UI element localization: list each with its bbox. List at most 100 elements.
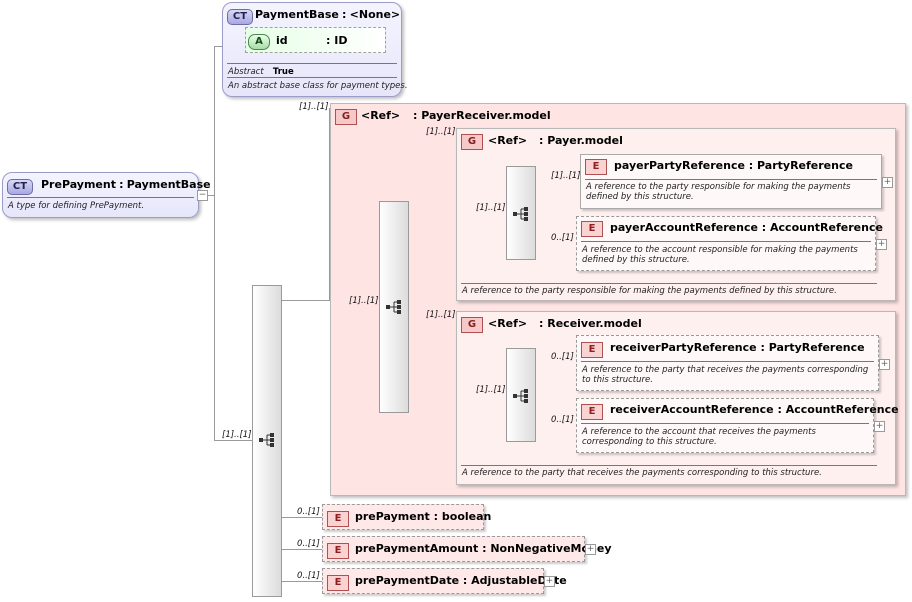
sequence-icon [513, 207, 528, 221]
collapse-icon[interactable]: − [197, 190, 208, 201]
connector-to-paymentbase [214, 46, 222, 47]
cardinality-label: 0..[1] [551, 415, 574, 425]
attribute-badge: A [248, 34, 270, 50]
choice-compositor[interactable] [379, 201, 409, 413]
group-name-value: PayerReceiver.model [421, 109, 551, 122]
separator [461, 283, 877, 284]
prepayment-type-node[interactable]: CT PrePayment : PaymentBase A type for d… [2, 172, 211, 218]
payer-doc: A reference to the party responsible for… [462, 286, 837, 296]
separator [581, 361, 874, 362]
connector-to-prepayment-el [281, 517, 322, 518]
element-doc: A reference to the party responsible for… [586, 182, 851, 202]
receiveraccountreference-element[interactable]: E receiverAccountReference : AccountRefe… [576, 398, 899, 453]
prepayment-title: PrePayment : PaymentBase [41, 178, 211, 191]
element-doc: A reference to the account responsible f… [582, 245, 858, 265]
type-separator: : [539, 134, 544, 147]
cardinality-label: 0..[1] [297, 539, 320, 549]
connector-to-prepaymentdate [281, 581, 322, 582]
element-type: boolean [441, 510, 492, 523]
prepayment-base-type: PaymentBase [126, 178, 211, 191]
expand-icon[interactable]: + [585, 544, 596, 555]
element-badge: E [327, 575, 349, 591]
element-name: prePaymentAmount [355, 542, 479, 555]
type-separator: : [119, 178, 124, 191]
element-name: payerAccountReference [610, 221, 758, 234]
element-title: prePaymentDate : AdjustableDate [355, 574, 567, 587]
type-separator: : [539, 317, 544, 330]
expand-icon[interactable]: + [876, 239, 887, 250]
type-separator: : [748, 159, 754, 172]
prepayment-doc: A type for defining PrePayment. [8, 201, 145, 211]
element-name: prePaymentDate [355, 574, 460, 587]
receiver-doc: A reference to the party that receives t… [462, 468, 822, 478]
cardinality-label: 0..[1] [551, 352, 574, 362]
connector-to-main-sequence [214, 440, 252, 441]
sequence-icon [513, 389, 528, 403]
sequence-icon [259, 433, 274, 447]
type-separator: : [413, 109, 418, 122]
element-badge: E [581, 342, 603, 358]
prepayment-element[interactable]: E prePayment : boolean [322, 504, 491, 530]
group-name: : Receiver.model [539, 317, 642, 330]
abstract-label: Abstract [228, 67, 264, 77]
group-badge: G [461, 317, 483, 333]
type-separator: : [482, 542, 487, 555]
cardinality-label: [1]..[1] [476, 385, 506, 395]
element-title: prePaymentAmount : NonNegativeMoney [355, 542, 612, 555]
separator [7, 197, 194, 198]
element-type: AccountReference [770, 221, 883, 234]
cardinality-label: [1]..[1] [551, 171, 581, 181]
element-title: payerPartyReference : PartyReference [614, 159, 853, 172]
element-name: receiverPartyReference [610, 341, 757, 354]
attribute-id[interactable]: A id : ID [245, 27, 386, 53]
payerpartyreference-element[interactable]: E payerPartyReference : PartyReference A… [580, 154, 882, 209]
group-ref-label: <Ref> [361, 109, 401, 122]
payeraccountreference-element[interactable]: E payerAccountReference : AccountReferen… [576, 216, 883, 271]
expand-icon[interactable]: + [544, 576, 555, 587]
group-name: : PayerReceiver.model [413, 109, 551, 122]
element-type: AccountReference [785, 403, 899, 416]
type-separator: : [761, 221, 767, 234]
element-type: NonNegativeMoney [490, 542, 612, 555]
prepayment-name: PrePayment [41, 178, 116, 191]
element-badge: E [581, 221, 603, 237]
element-name: prePayment [355, 510, 430, 523]
separator [585, 179, 877, 180]
expand-icon[interactable]: + [882, 177, 893, 188]
element-title: receiverAccountReference : AccountRefere… [610, 403, 899, 416]
cardinality-label: [1]..[1] [349, 296, 379, 306]
group-badge: G [461, 134, 483, 150]
element-badge: E [581, 404, 603, 420]
attribute-type: : ID [326, 34, 347, 47]
paymentbase-name: PaymentBase [255, 8, 339, 21]
payer-sequence-compositor[interactable] [506, 166, 536, 260]
abstract-row: Abstract True [228, 66, 294, 77]
type-separator: : [777, 403, 782, 416]
prepaymentamount-element[interactable]: E prePaymentAmount : NonNegativeMoney [322, 536, 612, 562]
group-ref-label: <Ref> [488, 134, 528, 147]
element-doc: A reference to the account that receives… [582, 427, 816, 447]
attribute-name: id [276, 34, 288, 47]
complex-type-badge: CT [7, 179, 33, 195]
group-name: : Payer.model [539, 134, 623, 147]
expand-icon[interactable]: + [874, 421, 885, 432]
cardinality-label: 0..[1] [297, 571, 320, 581]
main-sequence-compositor[interactable] [252, 285, 282, 597]
element-name: receiverAccountReference [610, 403, 774, 416]
paymentbase-type-node[interactable]: CT PaymentBase : <None> A id : ID Abstra… [222, 2, 408, 97]
group-name-value: Payer.model [547, 134, 623, 147]
connector-to-prepaymentamount [281, 549, 322, 550]
element-badge: E [327, 543, 349, 559]
cardinality-label: 0..[1] [551, 233, 574, 243]
type-separator: : [760, 341, 765, 354]
receiver-sequence-compositor[interactable] [506, 348, 536, 442]
receiverpartyreference-element[interactable]: E receiverPartyReference : PartyReferenc… [576, 335, 879, 391]
element-type: AdjustableDate [471, 574, 567, 587]
element-title: prePayment : boolean [355, 510, 491, 523]
cardinality-label: [1]..[1] [222, 430, 252, 440]
expand-icon[interactable]: + [879, 359, 890, 370]
prepaymentdate-element[interactable]: E prePaymentDate : AdjustableDate [322, 568, 567, 594]
group-badge: G [335, 109, 357, 125]
cardinality-label: [1]..[1] [426, 127, 456, 137]
cardinality-label: 0..[1] [297, 507, 320, 517]
